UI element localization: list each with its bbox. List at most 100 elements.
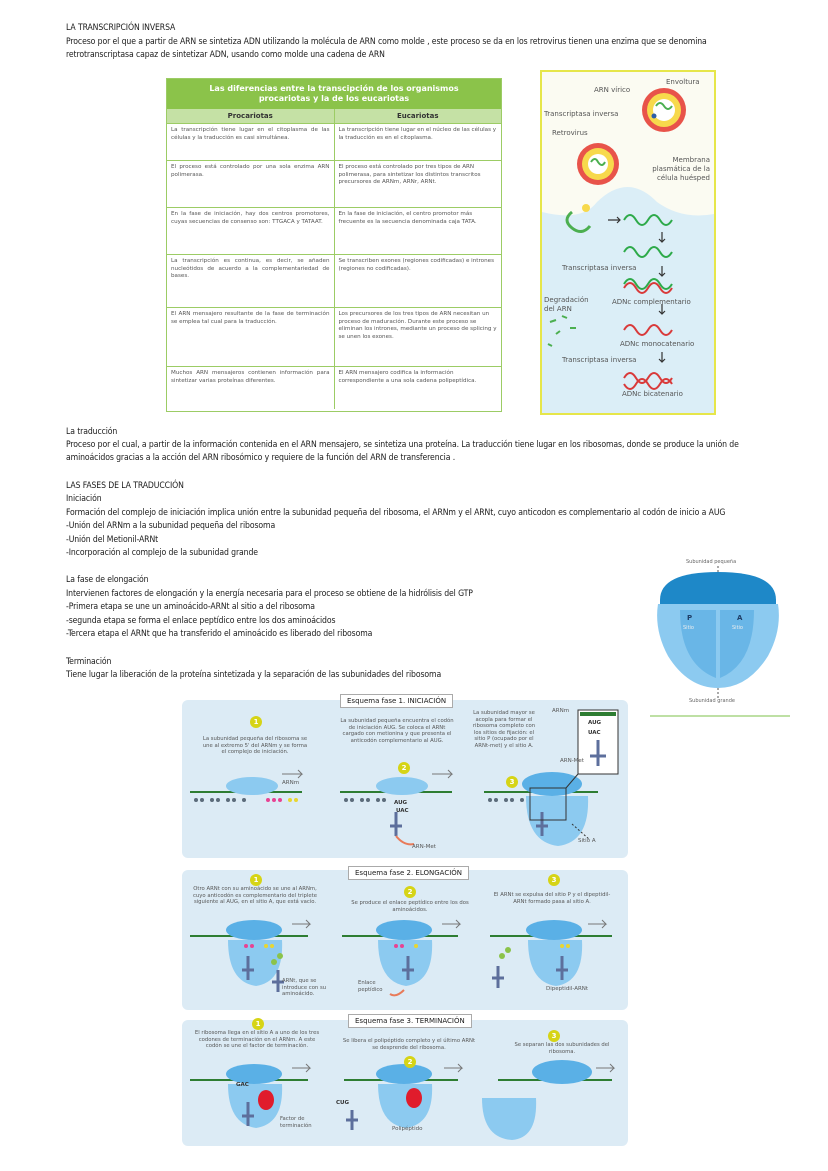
label-degradacion-arn: Degradación del ARN <box>544 296 589 313</box>
label-factor-terminacion: Factor de terminación <box>280 1116 312 1129</box>
table-title: Las diferencias entre la transcipción de… <box>167 79 501 109</box>
label-adnc-bicatenario: ADNc bicatenario <box>622 390 683 398</box>
section-title-transcripcion-inversa: LA TRANSCRIPCIÓN INVERSA <box>66 23 176 33</box>
table-cell: Muchos ARN mensajeros contienen informac… <box>167 367 335 409</box>
step-2-text: La subunidad pequeña encuentra el codón … <box>340 718 454 744</box>
section-title-fases: LAS FASES DE LA TRADUCCIÓN <box>66 481 184 491</box>
esquema-title-terminacion: Esquema fase 3. TERMINACIÓN <box>348 1014 472 1028</box>
table-cell: El proceso está controlado por una sola … <box>167 161 335 207</box>
table-cell: En la fase de iniciación, hay dos centro… <box>167 208 335 254</box>
label-arn-met: ARN-Met <box>412 844 436 850</box>
retrovirus-diagram: ARN vírico Envoltura Transcriptasa inver… <box>540 70 716 415</box>
paragraph-line: retrotranscriptasa capaz de sintetizar A… <box>66 50 385 60</box>
table-cell: El ARN mensajero codifica la información… <box>338 370 477 384</box>
label-uac-inset: UAC <box>588 730 601 736</box>
step-2-text: Se produce el enlace peptídico entre los… <box>351 900 469 913</box>
bullet-item: -Tercera etapa el ARNt que ha transferid… <box>66 629 373 639</box>
step-2-badge: 2 <box>404 886 416 898</box>
panel-iniciacion: 1 2 3 La subunidad pequeña del ribosoma … <box>182 700 628 858</box>
label-transcriptasa-inversa: Transcriptasa inversa <box>562 264 637 272</box>
bullet-item: -Incorporación al complejo de la subunid… <box>66 548 258 558</box>
subtitle-terminacion: Terminación <box>66 657 112 667</box>
step-3-badge: 3 <box>506 776 518 788</box>
label-dipeptidil-arnt: Dipeptidil-ARNt <box>546 986 589 992</box>
section-title-traduccion: La traducción <box>66 427 118 437</box>
table-cell: La transcripción tiene lugar en el citop… <box>167 124 335 160</box>
label-arnt: ARNt, que se introduce con su aminoácido… <box>282 978 327 998</box>
step-3-text: La subunidad mayor se acopla para formar… <box>472 710 536 749</box>
label-site-a: A <box>737 614 743 622</box>
label-arnm: ARNm <box>282 780 300 786</box>
step-2-text: Se libera el polipéptido completo y el ú… <box>342 1038 476 1051</box>
panel-elongacion: 1 2 3 Otro ARNt con su aminoácido se une… <box>182 870 628 1010</box>
label-membrana: Membrana plasmática de la célula huésped <box>652 156 710 182</box>
table-row: En la fase de iniciación, hay dos centro… <box>167 207 501 254</box>
label-sitio-p: Sitio <box>683 625 694 631</box>
bullet-item: -Unión del ARNm a la subunidad pequeña d… <box>66 521 276 531</box>
label-subunidad-pequena: Subunidad pequeña <box>686 559 737 565</box>
label-retrovirus: Retrovirus <box>552 129 588 137</box>
table-cell: En la fase de iniciación, el centro prom… <box>338 211 477 225</box>
table-cell: El ARN mensajero resultante de la fase d… <box>167 308 335 366</box>
label-subunidad-grande: Subunidad grande <box>689 698 735 704</box>
esquema-title-elongacion: Esquema fase 2. ELONGACIÓN <box>348 866 470 880</box>
subtitle-iniciacion: Iniciación <box>66 494 102 504</box>
paragraph-line: Formación del complejo de iniciación imp… <box>66 508 726 518</box>
paragraph-line: aminoácidos gracias a la acción del ARN … <box>66 453 456 463</box>
bullet-item: -Unión del Metionil-ARNt <box>66 535 159 545</box>
label-enlace-peptidico: Enlace peptídico <box>358 980 383 993</box>
retrovirus-illustration <box>542 88 714 413</box>
step-3-text: El ARNt se expulsa del sitio P y el dipe… <box>493 892 611 905</box>
label-gac: GAC <box>236 1082 249 1088</box>
label-aug-inset: AUG <box>588 720 602 726</box>
label-sitio-a: Sitio <box>732 625 743 631</box>
step-2-badge: 2 <box>398 762 410 774</box>
esquema-title-iniciacion: Esquema fase 1. INICIACIÓN <box>340 694 454 708</box>
step-1-badge: 1 <box>250 716 262 728</box>
table-cell: El proceso está controlado por tres tipo… <box>338 164 481 185</box>
table-row: El proceso está controlado por una sola … <box>167 160 501 207</box>
table-row: El ARN mensajero resultante de la fase d… <box>167 307 501 366</box>
label-polipeptido: Polipéptido <box>392 1126 423 1132</box>
label-transcriptasa-inversa: Transcriptasa inversa <box>562 356 637 364</box>
paragraph-line: Tiene lugar la liberación de la proteína… <box>66 670 442 680</box>
label-adnc-complementario: ADNc complementario <box>612 298 691 306</box>
step-3-text: Se separan las dos subunidades del ribos… <box>514 1042 610 1055</box>
label-arn-met-inset: ARN-Met <box>560 758 584 764</box>
label-cug: CUG <box>336 1100 350 1106</box>
panel-terminacion: 1 2 3 El ribosoma llega en el sitio A a … <box>182 1018 628 1146</box>
label-uac: UAC <box>396 808 409 814</box>
table-header-procariotas: Procariotas <box>167 109 335 123</box>
label-sitio-a: Sitio A <box>578 838 596 844</box>
step-1-badge: 1 <box>252 1018 264 1030</box>
step-3-badge: 3 <box>548 1030 560 1042</box>
table-cell: Los precursores de los tres tipos de ARN… <box>338 311 497 340</box>
table-row: La transcripción tiene lugar en el citop… <box>167 123 501 160</box>
iniciacion-illustration <box>190 709 619 846</box>
label-arn-virico: ARN vírico <box>594 86 631 94</box>
label-arnm-inset: ARNm <box>552 708 570 714</box>
step-1-badge: 1 <box>250 874 262 886</box>
table-header-row: Procariotas Eucariotas <box>167 109 501 123</box>
label-adnc-monocatenario: ADNc monocatenario <box>620 340 695 348</box>
elongacion-illustration <box>190 919 612 997</box>
table-cell: La transcripción tiene lugar en el núcle… <box>338 127 497 141</box>
step-1-text: La subunidad pequeña del ribosoma se une… <box>202 736 308 756</box>
table-row: Muchos ARN mensajeros contienen informac… <box>167 366 501 409</box>
terminacion-illustration <box>190 1060 616 1140</box>
table-cell: Se transcriben exones (regiones codifica… <box>338 258 494 272</box>
paragraph-line: Proceso por el cual, a partir de la info… <box>66 440 739 450</box>
ribosome-diagram <box>650 566 790 717</box>
step-1-text: Otro ARNt con su aminoácido se une al AR… <box>193 886 317 906</box>
paragraph-line: Proceso por el que a partir de ARN se si… <box>66 37 707 47</box>
comparison-table: Las diferencias entre la transcipción de… <box>166 78 502 412</box>
label-aug: AUG <box>394 800 408 806</box>
step-3-badge: 3 <box>548 874 560 886</box>
table-row: La transcripción es continua, es decir, … <box>167 254 501 307</box>
bullet-item: -segunda etapa se forma el enlace peptíd… <box>66 616 336 626</box>
step-1-text: El ribosoma llega en el sitio A a uno de… <box>194 1030 320 1050</box>
paragraph-line: Intervienen factores de elongación y la … <box>66 589 473 599</box>
subtitle-elongacion: La fase de elongación <box>66 575 149 585</box>
bullet-item: -Primera etapa se une un aminoácido-ARNt… <box>66 602 315 612</box>
step-2-badge: 2 <box>404 1056 416 1068</box>
